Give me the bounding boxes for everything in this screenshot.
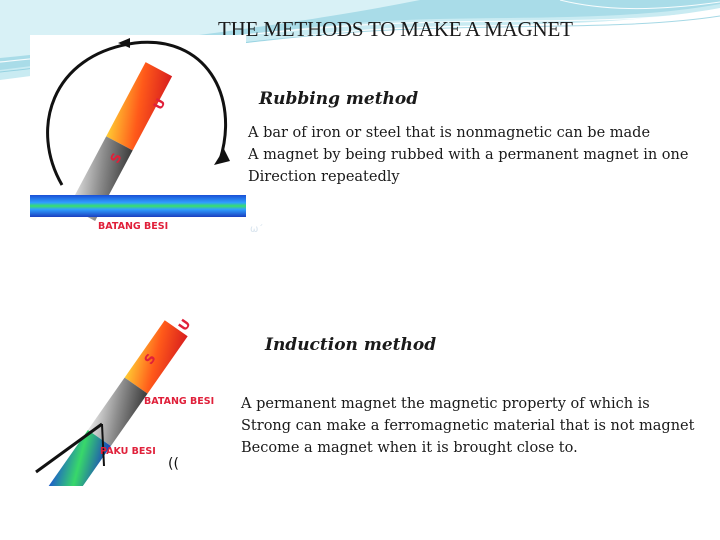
rubbing-arc-arrow: [46, 40, 228, 186]
induction-bar-label: BATANG BESI: [144, 396, 215, 407]
rubbing-bar-label: BATANG BESI: [98, 221, 169, 232]
rubbing-figure: U S BATANG BESI: [30, 35, 246, 240]
induction-mark: ((: [168, 456, 179, 472]
rubbing-line-1: A bar of iron or steel that is nonmagnet…: [248, 125, 651, 141]
rubbing-heading: Rubbing method: [259, 89, 419, 109]
induction-line-2: Strong can make a ferromagnetic material…: [241, 418, 695, 434]
rubbing-line-3: Direction repeatedly: [248, 169, 400, 185]
induction-figure: U S BATANG BESI PAKU BESI ((: [30, 306, 230, 509]
induction-line-1: A permanent magnet the magnetic property…: [241, 396, 650, 412]
rubbing-iron-bar: [30, 195, 246, 217]
induction-line-3: Become a magnet when it is brought close…: [241, 440, 578, 456]
induction-nail-label: PAKU BESI: [100, 446, 156, 457]
rubbing-diagram: [30, 38, 246, 222]
rubbing-line-2: A magnet by being rubbed with a permanen…: [248, 147, 689, 163]
slide-title: THE METHODS TO MAKE A MAGNET: [218, 17, 573, 41]
induction-nail: [35, 422, 103, 474]
faint-mark: ω΄: [250, 224, 264, 235]
induction-heading: Induction method: [265, 335, 437, 355]
